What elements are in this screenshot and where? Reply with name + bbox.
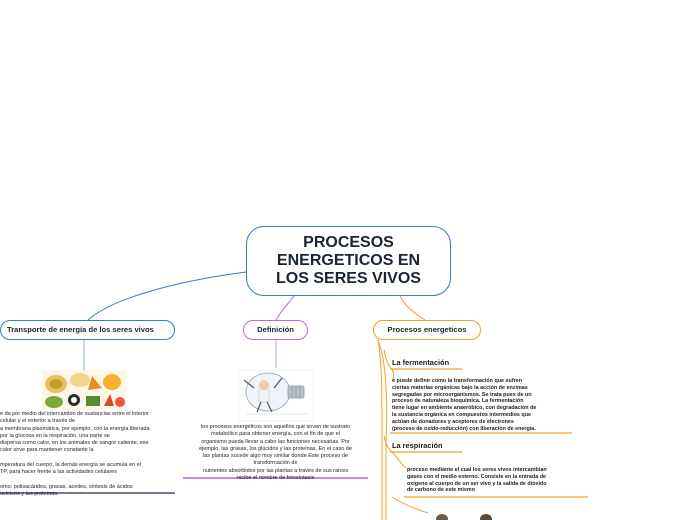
connector-transport (87, 271, 247, 321)
fermentation-line-8: (proceso de oxido-reducción) con liberac… (392, 425, 536, 432)
definition-line-1: los procesos energéticos son aquellos qu… (201, 424, 350, 430)
connector-respiration (383, 435, 393, 453)
light-bulb-icon (238, 370, 314, 421)
definition-line-3: organismo pueda llevar a cabo las funcio… (201, 438, 350, 445)
fermentation-line-3: segregadas por microorganismos. Se trata… (392, 391, 532, 398)
subtopic-respiration[interactable]: La respiración (392, 441, 443, 450)
transport-line-6: calor sirve para mantener constante la (0, 447, 94, 454)
definition-line-6: transformación de (253, 460, 298, 467)
subtopic-fermentation[interactable]: La fermentación (392, 358, 450, 367)
transport-text: e da por medio del intercambio de sustan… (0, 411, 150, 499)
connector-people (391, 496, 429, 514)
connector-fermentation-child (391, 368, 395, 381)
fermentation-text: e puede definir como la transformación q… (392, 378, 536, 432)
connector-processes (399, 295, 426, 321)
definition-line-7: nutrientes absorbidos por las plantas a … (202, 467, 349, 474)
transport-line-9: TP, para hacer frente a las actividades … (0, 469, 117, 476)
transport-line-12: ucleicos y las proteínas. (0, 491, 59, 498)
fermentation-line-6: la sustancia orgánica en compuestos inte… (392, 411, 531, 418)
transport-line-5: dispersa como calor, en los animales de … (0, 440, 149, 447)
people-icon (428, 510, 500, 520)
fermentation-line-4: proceso de naturaleza bioquímica. La fer… (392, 398, 524, 405)
central-title-line-2: ENERGETICOS EN (276, 252, 421, 269)
topic-transport[interactable]: Transporte de energía de los seres vivos (0, 320, 175, 340)
fermentation-line-5: tiene lugar en ambiente anaeróbico, con … (392, 405, 537, 412)
fermentation-line-2: ciertas materias orgánicas bajo la acció… (392, 384, 528, 391)
transport-line-10 (0, 477, 150, 484)
respiration-line-1: proceso mediante el cual los seres vivos… (407, 467, 547, 473)
fermentation-line-1: e puede definir como la transformación q… (392, 378, 522, 384)
connector-fermentation (383, 349, 393, 370)
connector-respiration-child (391, 451, 407, 469)
definition-line-4: ejemplo, las grasas, los glúcidos y las … (199, 445, 352, 452)
transport-line-2: celular y el exterior a través de (0, 418, 75, 425)
respiration-line-2: gases con el medio externo. Consiste en … (407, 473, 547, 480)
respiration-text: proceso mediante el cual los seres vivos… (407, 467, 547, 494)
transport-line-8: mperatura del cuerpo, la demás energía s… (0, 462, 141, 469)
transport-line-11: omo: polisacáridos, grasas, aceites, sín… (0, 483, 133, 490)
respiration-line-4: de carbono de este mismo (407, 487, 476, 494)
topic-definition[interactable]: Definición (243, 320, 308, 340)
transport-line-1: e da por medio del intercambio de sustan… (0, 411, 149, 417)
transport-line-3: a membrana plasmática, por ejemplo, con … (0, 425, 150, 432)
processes-spine-2 (377, 339, 388, 520)
central-title-line-3: LOS SERES VIVOS (276, 270, 421, 287)
transport-line-7 (0, 455, 150, 462)
definition-line-8: recibe el nombre de fotosíntesis (236, 475, 315, 482)
central-title-line-1: PROCESOS (303, 234, 394, 251)
connector-definition (275, 295, 295, 321)
processes-spine (377, 339, 383, 520)
definition-text: los procesos energéticos son aquellos qu… (183, 424, 368, 482)
respiration-line-3: oxigeno al cuerpo de un ser vivo y la sa… (407, 480, 547, 487)
topic-processes[interactable]: Procesos energeticos (373, 320, 481, 340)
fermentation-line-7: actúan de donadores y aceptores de elect… (392, 418, 514, 425)
definition-line-2: metabólico para obtener energía, con el … (211, 431, 340, 438)
definition-line-5: las plantas sucede algo muy similar dond… (203, 453, 348, 460)
transport-line-4: por la glucosa en la respiración, una pa… (0, 432, 110, 439)
food-collage-icon (42, 370, 126, 410)
central-topic[interactable]: PROCESOS ENERGETICOS EN LOS SERES VIVOS (246, 226, 451, 296)
